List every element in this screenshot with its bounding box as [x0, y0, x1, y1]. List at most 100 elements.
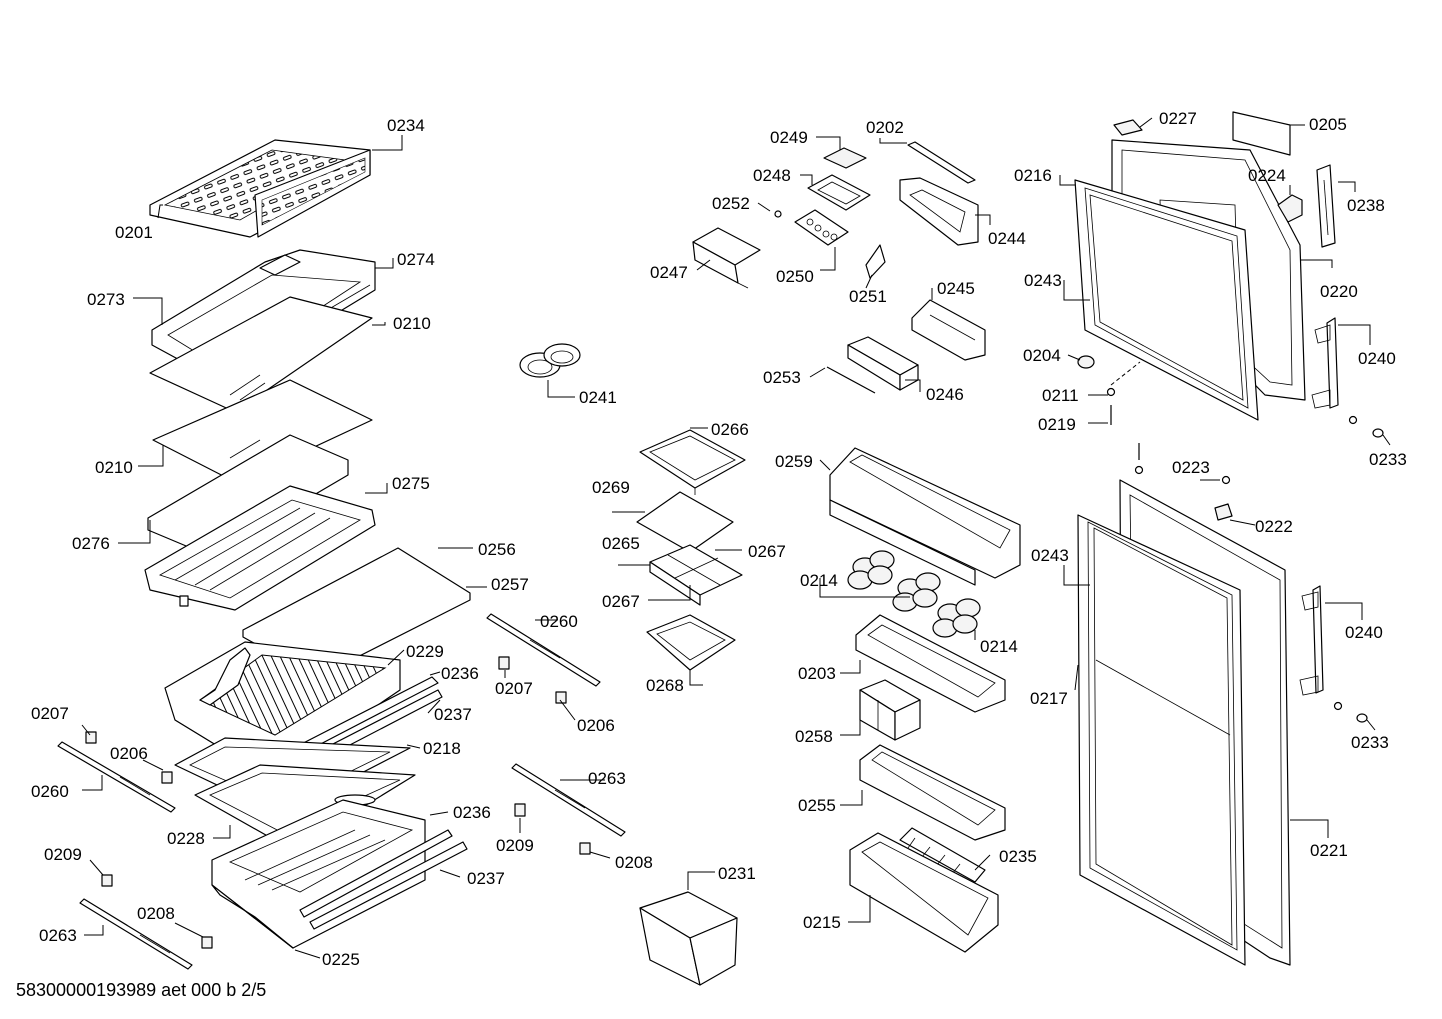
label-0211: 0211 [1042, 386, 1079, 405]
label-0237b: 0237 [467, 869, 505, 888]
label-0210a: 0210 [393, 314, 431, 333]
part-0214-feet-set-b [892, 572, 941, 612]
part-0241-egg-cups [519, 343, 581, 378]
label-0233b: 0233 [1351, 733, 1389, 752]
label-0222: 0222 [1255, 517, 1293, 536]
label-0256: 0256 [478, 540, 516, 559]
label-0218: 0218 [423, 739, 461, 758]
leader-lines [81, 117, 1391, 959]
label-0236b: 0236 [453, 803, 491, 822]
part-0225-lower-drawer [211, 799, 426, 949]
part-0231-bin [639, 891, 738, 986]
label-0215: 0215 [803, 913, 841, 932]
part-0240-door-handle-lower [1299, 585, 1324, 696]
label-0246: 0246 [926, 385, 964, 404]
part-0208-clip-left [201, 936, 213, 949]
part-0214-feet-set-a [847, 550, 895, 590]
label-0241: 0241 [579, 388, 617, 407]
part-0217-door-gasket-lower [1077, 514, 1246, 966]
part-0250-ice-cube-tray [794, 209, 849, 246]
part-0205-label [1232, 111, 1291, 156]
part-0276-crisper-cover [144, 434, 376, 611]
label-0235: 0235 [999, 847, 1037, 866]
part-0209-clip-left [101, 874, 113, 887]
label-0233a: 0233 [1369, 450, 1407, 469]
label-0234: 0234 [387, 116, 425, 135]
part-0233-screw-upper [1348, 415, 1384, 438]
label-0266: 0266 [711, 420, 749, 439]
label-0240b: 0240 [1345, 623, 1383, 642]
label-0259: 0259 [775, 452, 813, 471]
part-0238-handle-bar [1316, 164, 1336, 248]
label-0260b: 0260 [540, 612, 578, 631]
label-0207a: 0207 [31, 704, 69, 723]
part-0224-block [1277, 194, 1303, 223]
label-0240a: 0240 [1358, 349, 1396, 368]
label-0221: 0221 [1310, 841, 1348, 860]
part-0211-washer [1106, 387, 1116, 397]
label-0208a: 0208 [137, 904, 175, 923]
part-0210-glass-shelf-lower [152, 379, 373, 484]
label-0273: 0273 [87, 290, 125, 309]
label-0207b: 0207 [495, 679, 533, 698]
label-0260a: 0260 [31, 782, 69, 801]
part-0210-glass-shelf-upper [149, 296, 373, 413]
label-0202: 0202 [866, 118, 904, 137]
axis-dashed-upper [1110, 361, 1141, 386]
part-0206-clip-left [161, 771, 173, 784]
part-0202-rail [907, 141, 976, 184]
part-0266-tray [639, 429, 746, 495]
label-0237a: 0237 [434, 705, 472, 724]
label-0209a: 0209 [44, 845, 82, 864]
part-0263-telescopic-rail-left [79, 898, 193, 970]
part-0206-clip-center [555, 691, 567, 704]
label-0250: 0250 [776, 267, 814, 286]
label-0220: 0220 [1320, 282, 1358, 301]
part-0268-tray [646, 614, 736, 671]
part-0223-washer-2 [1134, 465, 1144, 475]
label-0206b: 0206 [577, 716, 615, 735]
label-0225: 0225 [322, 950, 360, 969]
label-0214b: 0214 [980, 637, 1018, 656]
part-0208-clip-center [579, 842, 591, 855]
part-0207-clip-left [85, 731, 97, 744]
part-0259-door-shelf [829, 447, 1021, 586]
part-0260-telescopic-rail-center [486, 613, 601, 687]
label-0245: 0245 [937, 279, 975, 298]
part-0247-container [692, 227, 761, 289]
label-0214a: 0214 [800, 571, 838, 590]
part-0234-freezer-shelf [149, 139, 371, 238]
part-0223-washer [1221, 475, 1231, 485]
part-0252-screw [774, 210, 782, 218]
part-0204-hinge-bush [1077, 355, 1095, 369]
part-0236-rail-lower [299, 829, 468, 930]
label-0248: 0248 [753, 166, 791, 185]
label-0265: 0265 [602, 534, 640, 553]
label-0217: 0217 [1030, 689, 1068, 708]
label-0243a: 0243 [1024, 271, 1062, 290]
label-0236a: 0236 [441, 664, 479, 683]
part-0227-cover [1113, 119, 1143, 136]
part-0269-mat [636, 491, 734, 553]
label-0210b: 0210 [95, 458, 133, 477]
label-0228: 0228 [167, 829, 205, 848]
label-0216: 0216 [1014, 166, 1052, 185]
part-0255-door-shelf [859, 744, 1006, 841]
part-0258-small-box [859, 679, 921, 741]
label-0209b: 0209 [496, 836, 534, 855]
label-0206a: 0206 [110, 744, 148, 763]
label-0243b: 0243 [1031, 546, 1069, 565]
label-0267a: 0267 [748, 542, 786, 561]
label-0238: 0238 [1347, 196, 1385, 215]
label-0227: 0227 [1159, 109, 1197, 128]
label-0263a: 0263 [39, 926, 77, 945]
label-0267b: 0267 [602, 592, 640, 611]
part-0265-divider [649, 544, 743, 606]
part-0215-door-shelf [849, 832, 999, 953]
label-0268: 0268 [646, 676, 684, 695]
label-0219: 0219 [1038, 415, 1076, 434]
label-0229: 0229 [406, 642, 444, 661]
label-0201: 0201 [115, 223, 153, 242]
part-0249-box [823, 147, 867, 169]
